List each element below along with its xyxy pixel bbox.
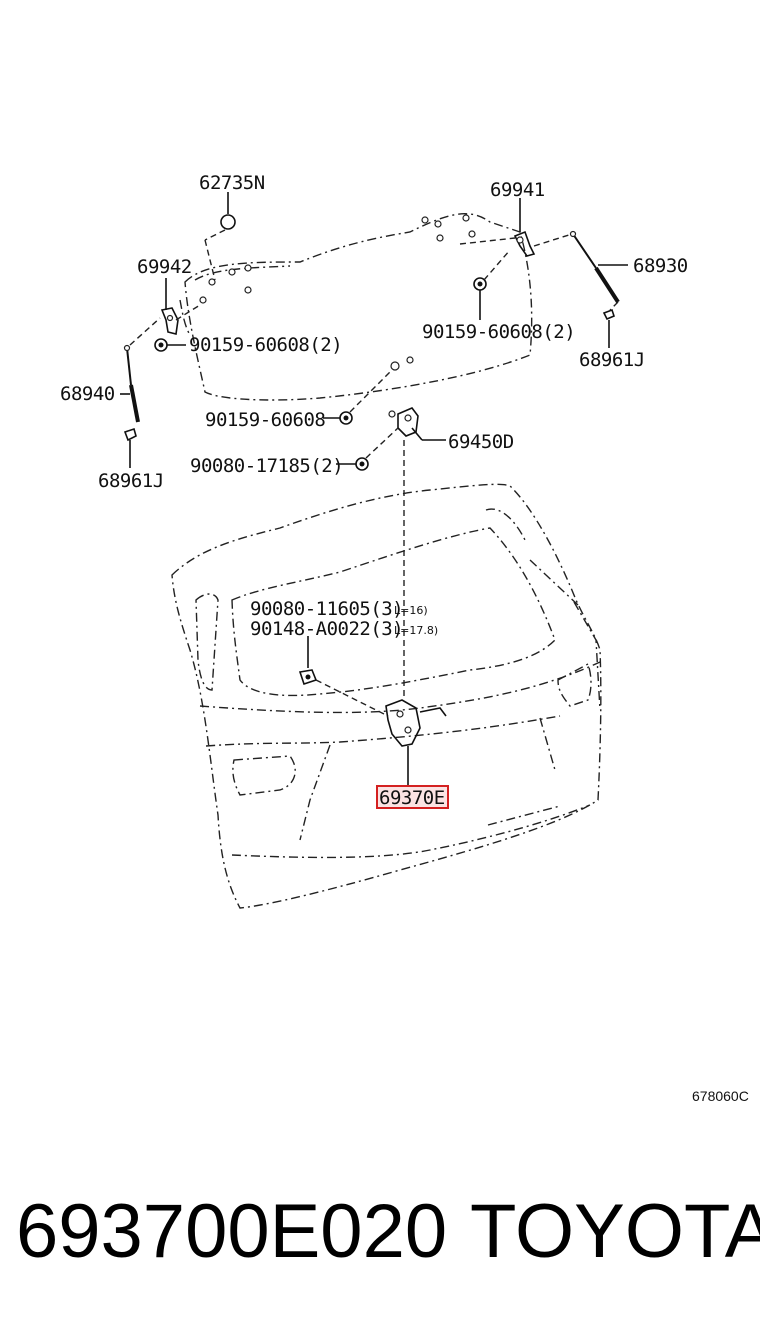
- clip-62735N-icon: [220, 214, 236, 230]
- label-68961J-right: 68961J: [579, 349, 645, 371]
- glass-inner-line-2: [179, 299, 191, 336]
- label-90080-17185-2: 90080-17185(2): [190, 455, 343, 477]
- bolt-90159-center-icon: [339, 411, 353, 425]
- highlight-box-69370E: [376, 785, 449, 809]
- glass-holes: [199, 214, 476, 371]
- bolt-90159-left-icon: [154, 338, 168, 352]
- glass-inner-line: [194, 265, 291, 281]
- door-plate-line: [487, 805, 561, 826]
- door-garnish-line: [205, 715, 561, 747]
- gas-strut-68940-icon: [123, 344, 140, 423]
- label-68930: 68930: [633, 255, 688, 277]
- label-69450D: 69450D: [448, 431, 514, 453]
- door-side-line-right: [539, 717, 556, 771]
- ball-stud-68961J-right-icon: [602, 308, 615, 321]
- label-90159-60608-2-left: 90159-60608(2): [189, 334, 342, 356]
- door-upper-trim: [485, 508, 526, 541]
- label-68961J-left: 68961J: [98, 470, 164, 492]
- label-69370E: 69370E: [379, 787, 445, 809]
- brand-name: TOYOTA: [470, 1189, 760, 1274]
- label-62735N: 62735N: [199, 172, 265, 194]
- drawing-reference: 678060C: [692, 1088, 749, 1104]
- door-left-recess: [195, 593, 219, 691]
- left-lamp-recess: [232, 755, 296, 796]
- door-belt-line: [199, 661, 601, 714]
- striker-69450D-icon: [388, 407, 419, 437]
- back-door-glass-outline: [184, 213, 533, 401]
- label-90148-A0022-note: L=17.8): [394, 624, 438, 637]
- ball-stud-68961J-left-icon: [123, 427, 137, 442]
- label-90080-11605-3: 90080-11605(3): [250, 598, 403, 620]
- label-90148-A0022-3: 90148-A0022(3): [250, 618, 403, 640]
- door-right-edge: [573, 601, 601, 711]
- bolt-90080-11605-icon: [298, 669, 318, 686]
- door-side-line-left: [299, 744, 331, 841]
- label-90159-60608: 90159-60608: [205, 409, 325, 431]
- hinge-69942-icon: [160, 307, 179, 335]
- gas-strut-68930-icon: [569, 230, 620, 304]
- label-69942: 69942: [137, 256, 192, 278]
- part-number: 693700E020: [16, 1189, 448, 1274]
- right-lamp-recess: [557, 662, 592, 707]
- label-69941: 69941: [490, 179, 545, 201]
- door-top-edge-2: [529, 559, 579, 606]
- hinge-69941-icon: [513, 230, 536, 257]
- door-lock-69370E-icon: [385, 699, 447, 747]
- back-window-opening: [231, 527, 556, 697]
- bolt-90080-17185-icon: [355, 457, 369, 471]
- door-lower-line: [231, 804, 591, 859]
- label-90159-60608-2-right: 90159-60608(2): [422, 321, 575, 343]
- back-door-outline: [171, 483, 602, 909]
- label-90080-11605-note: L=16): [394, 604, 428, 617]
- label-68940: 68940: [60, 383, 115, 405]
